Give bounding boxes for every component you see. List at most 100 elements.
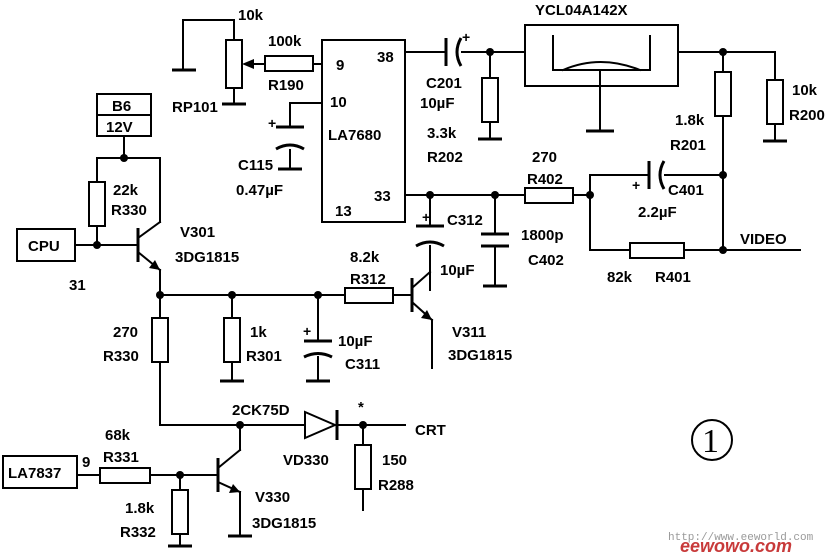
r200-name: R200 — [789, 107, 825, 124]
cpu-box — [16, 228, 76, 262]
c311-symbol: + — [303, 323, 333, 359]
r330b-value: 270 — [113, 324, 138, 341]
b6-label: B6 — [112, 98, 131, 115]
pin31-label: 31 — [69, 277, 86, 294]
la7837-box — [2, 455, 78, 489]
v330-type: 3DG1815 — [252, 515, 316, 532]
r190-name: R190 — [268, 77, 304, 94]
figure-number: 1 — [691, 419, 733, 461]
la7837-pin9: 9 — [82, 454, 90, 471]
cpu-label: CPU — [28, 238, 60, 255]
rp101-body — [225, 39, 243, 89]
resistors — [88, 39, 784, 535]
r401-name: R401 — [655, 269, 691, 286]
capacitors: + + + + + — [268, 29, 666, 359]
svg-text:+: + — [303, 323, 311, 339]
r330-270-body — [151, 317, 169, 363]
c401-value: 2.2µF — [638, 204, 677, 221]
watermark-url: http://www.eeworld.com — [668, 532, 814, 544]
c201-name: C201 — [426, 75, 462, 92]
r312-name: R312 — [350, 271, 386, 288]
r301-value: 1k — [250, 324, 267, 341]
r331-name: R331 — [103, 449, 139, 466]
transistors — [136, 220, 434, 494]
r288-body — [354, 444, 372, 490]
svg-text:+: + — [632, 177, 640, 193]
vd330-label: VD330 — [283, 452, 329, 469]
c115-symbol: + — [268, 115, 305, 151]
r190-body — [264, 55, 314, 72]
r332-value: 1.8k — [125, 500, 155, 517]
r190-value: 100k — [268, 33, 302, 50]
r402-body — [524, 187, 574, 204]
v311-type: 3DG1815 — [448, 347, 512, 364]
ic-pin9: 9 — [336, 57, 344, 74]
r331-value: 68k — [105, 427, 131, 444]
svg-text:+: + — [462, 29, 470, 45]
r330-value: 22k — [113, 182, 139, 199]
video-label: VIDEO — [740, 231, 787, 248]
r401-value: 82k — [607, 269, 633, 286]
star-mark: * — [358, 399, 364, 416]
r330b-name: R330 — [103, 348, 139, 365]
v311-label: V311 — [452, 324, 486, 341]
r201-value: 1.8k — [675, 112, 705, 129]
r288-value: 150 — [382, 452, 407, 469]
vd330-symbol — [304, 410, 339, 440]
r330-name: R330 — [111, 202, 147, 219]
la7680-ic-body — [321, 39, 406, 223]
r202-body — [481, 77, 499, 123]
c115-value: 0.47µF — [236, 182, 283, 199]
ycl04a142x-filter — [524, 24, 679, 87]
r402-name: R402 — [527, 171, 563, 188]
c201-symbol: + — [444, 29, 470, 67]
r201-body — [714, 71, 732, 117]
r201-name: R201 — [670, 137, 706, 154]
la7837-label: LA7837 — [8, 465, 61, 482]
r202-name: R202 — [427, 149, 463, 166]
crt-label: CRT — [415, 422, 446, 439]
r301-body — [223, 317, 241, 363]
c401-name: C401 — [668, 182, 704, 199]
svg-text:+: + — [422, 209, 430, 225]
r330-22k-body — [88, 181, 106, 227]
ic-pin10: 10 — [330, 94, 347, 111]
ic-pin13: 13 — [335, 203, 352, 220]
r312-value: 8.2k — [350, 249, 380, 266]
r200-value: 10k — [792, 82, 818, 99]
filter-name: YCL04A142X — [535, 2, 628, 19]
text-labels: B6 12V 22k R330 CPU 31 V301 3DG1815 10k … — [8, 2, 825, 541]
c312-name: C312 — [447, 212, 483, 229]
r332-name: R332 — [120, 524, 156, 541]
watermark-logo: eewowo.com — [680, 536, 792, 552]
c311-name: C311 — [345, 356, 380, 373]
rp101-value: 10k — [238, 7, 264, 24]
v311-symbol — [410, 270, 434, 322]
r331-body — [99, 467, 151, 484]
c402-name: C402 — [528, 252, 564, 269]
c312-value: 10µF — [440, 262, 475, 279]
label-boxes — [2, 93, 152, 489]
c115-name: C115 — [238, 157, 273, 174]
c201-value: 10µF — [420, 95, 455, 112]
ic-name: LA7680 — [328, 127, 381, 144]
c401-symbol: + — [632, 160, 666, 193]
r202-value: 3.3k — [427, 125, 457, 142]
rp101-name: RP101 — [172, 99, 218, 116]
c311-value: 10µF — [338, 333, 373, 350]
c402-value: 1800p — [521, 227, 564, 244]
c312-symbol: + — [415, 209, 445, 248]
figure-number-text: 1 — [702, 423, 719, 460]
r332-body — [171, 489, 189, 535]
r401-body — [629, 242, 685, 259]
ic-pin38: 38 — [377, 49, 394, 66]
v301-label: V301 — [180, 224, 215, 241]
r301-name: R301 — [246, 348, 282, 365]
v330-label: V330 — [255, 489, 290, 506]
junction-dots — [93, 48, 727, 479]
c402-symbol — [481, 232, 509, 248]
r200-body — [766, 79, 784, 125]
r402-value: 270 — [532, 149, 557, 166]
